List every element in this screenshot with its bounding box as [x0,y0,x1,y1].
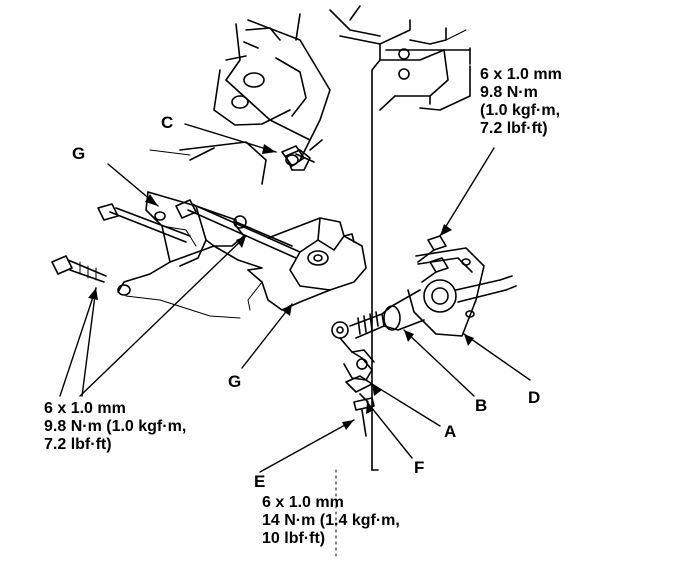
bolts-top-right [417,235,449,283]
torque-spec-left: 6 x 1.0 mm 9.8 N·m (1.0 kgf·m, 7.2 lbf·f… [44,400,186,454]
spec-size: 6 x 1.0 mm [262,494,344,511]
spec-size: 6 x 1.0 mm [480,66,562,83]
lever-clip [339,337,375,437]
spec-torque: 9.8 N·m [480,84,538,101]
label-b: B [475,396,488,415]
label-d: D [528,388,541,407]
bolt-left [51,255,107,283]
label-c: C [161,113,174,132]
spec-torque: 9.8 N·m (1.0 kgf·m, [44,418,187,435]
leader-lines [59,123,531,473]
label-a: A [444,422,457,441]
spec-kgf: (1.0 kgf·m, [480,102,561,119]
label-g-lower: G [228,372,242,391]
label-g-upper: G [72,144,86,163]
spec-size: 6 x 1.0 mm [44,400,126,417]
long-bolts [97,199,301,319]
spec-torque: 14 N·m (1.4 kgf·m, [262,512,400,529]
spec-lbf: 7.2 lbf·ft) [44,436,112,453]
arrow-heads [88,144,474,430]
spec-lbf: 7.2 lbf·ft) [480,120,548,137]
engine-block [149,5,471,561]
bolt-c [281,145,315,167]
label-f: F [414,458,425,477]
torque-spec-bottom: 6 x 1.0 mm 14 N·m (1.4 kgf·m, 10 lbf·ft) [262,494,400,548]
actuator-assembly [331,247,517,339]
label-e: E [254,472,266,491]
spec-lbf: 10 lbf·ft) [262,530,326,547]
torque-spec-top-right: 6 x 1.0 mm 9.8 N·m (1.0 kgf·m, 7.2 lbf·f… [480,66,562,138]
mount-bracket-g [247,217,367,311]
